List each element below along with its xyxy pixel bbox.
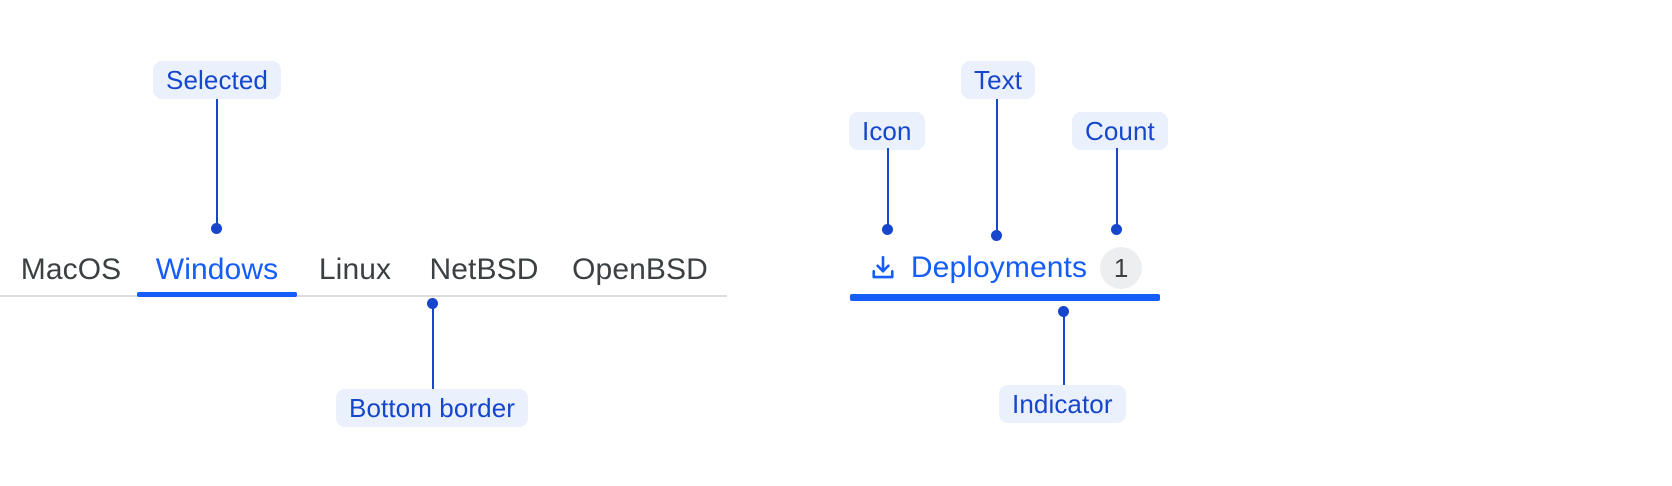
leader-dot-text [991,230,1002,241]
leader-dot-count [1111,224,1122,235]
download-icon [868,253,898,283]
leader-line-indicator [1063,311,1065,385]
tab-openbsd-label: OpenBSD [572,252,708,286]
annotation-text: Text [961,61,1036,99]
leader-line-count [1116,148,1118,230]
tab-bar-deployments: Deployments 1 [850,240,1160,302]
tab-selected-indicator [850,294,1160,301]
leader-line-selected [216,99,218,228]
leader-line-text [996,99,998,237]
annotation-count-label: Count [1085,116,1155,146]
annotation-selected: Selected [153,61,281,99]
annotation-icon: Icon [849,112,925,150]
annotation-icon-label: Icon [862,116,912,146]
annotation-indicator-label: Indicator [1012,389,1113,419]
tab-windows[interactable]: Windows [137,244,297,297]
tab-windows-label: Windows [155,252,279,286]
annotation-bottom-border-label: Bottom border [349,393,516,423]
tab-deployments-count-badge: 1 [1100,247,1143,289]
tab-netbsd-label: NetBSD [429,252,539,286]
annotation-indicator: Indicator [999,385,1126,423]
tab-bar-os: MacOS Windows Linux NetBSD OpenBSD [0,244,727,297]
leader-dot-selected [211,223,222,234]
annotation-count: Count [1072,112,1168,150]
leader-dot-icon [882,224,893,235]
annotation-text-label: Text [974,65,1023,95]
leader-dot-indicator [1058,306,1069,317]
tab-deployments-label: Deployments [910,251,1088,284]
annotation-bottom-border: Bottom border [336,389,529,427]
leader-line-icon [887,148,889,230]
leader-dot-bottom-border [427,298,438,309]
tab-netbsd[interactable]: NetBSD [414,244,554,295]
tab-linux[interactable]: Linux [300,244,410,295]
annotation-selected-label: Selected [166,65,268,95]
tab-macos[interactable]: MacOS [8,244,134,295]
tab-linux-label: Linux [318,252,392,286]
tab-openbsd[interactable]: OpenBSD [558,244,722,295]
tab-deployments[interactable]: Deployments 1 [850,240,1160,296]
leader-line-bottom-border [432,303,434,389]
tab-macos-label: MacOS [20,252,122,286]
